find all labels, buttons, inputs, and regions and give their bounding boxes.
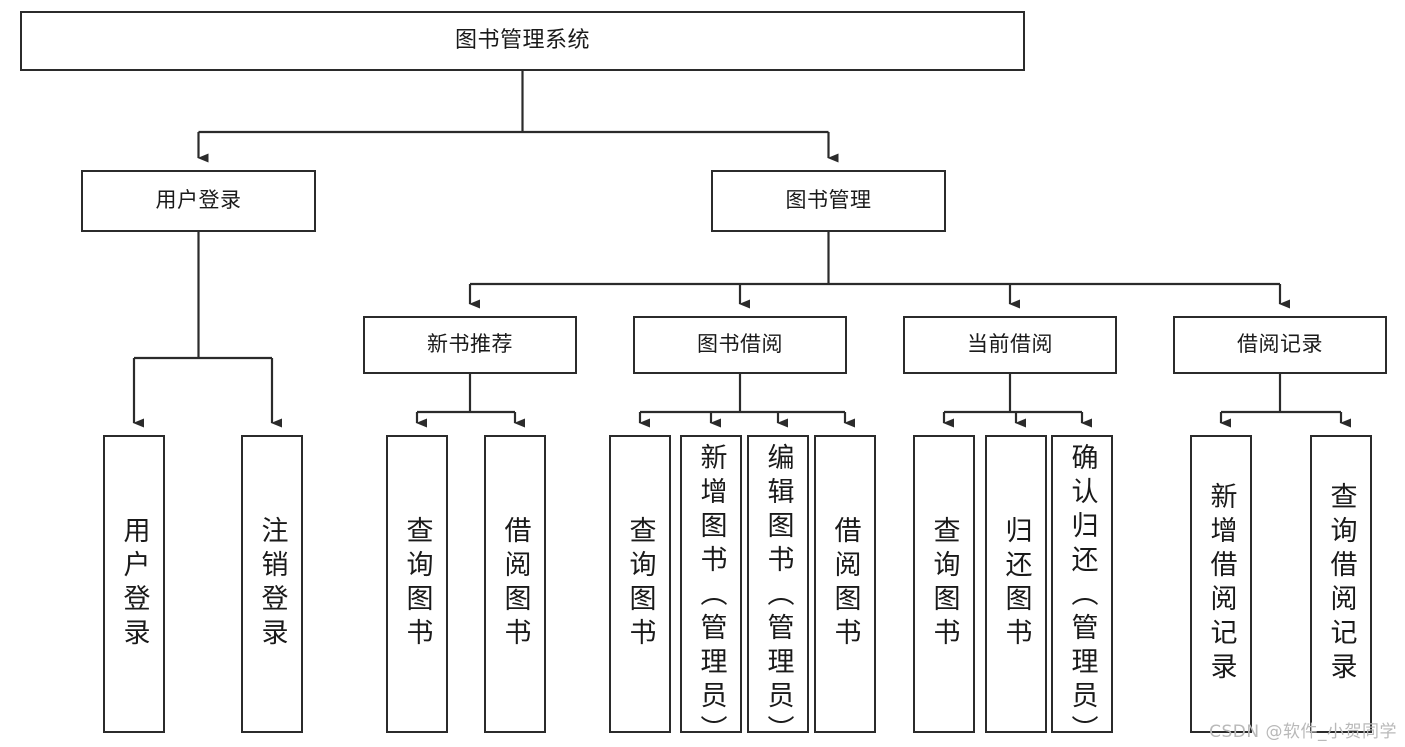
node-label: 确认归还（管理员） xyxy=(1066,443,1098,733)
node-leaf-query-book-3[interactable]: 查询图书 xyxy=(913,435,975,733)
node-label: 查询借阅记录 xyxy=(1325,482,1357,686)
node-leaf-query-record[interactable]: 查询借阅记录 xyxy=(1310,435,1372,733)
node-borrow-record[interactable]: 借阅记录 xyxy=(1173,316,1387,374)
node-leaf-borrow-book-1[interactable]: 借阅图书 xyxy=(484,435,546,733)
node-label: 图书管理 xyxy=(785,188,872,213)
node-leaf-query-book-1[interactable]: 查询图书 xyxy=(386,435,448,733)
node-leaf-query-book-2[interactable]: 查询图书 xyxy=(609,435,671,733)
node-label: 用户登录 xyxy=(155,188,242,213)
node-label: 编辑图书（管理员） xyxy=(762,443,794,733)
node-label: 图书借阅 xyxy=(697,332,783,357)
node-label: 借阅记录 xyxy=(1237,332,1323,357)
node-leaf-user-login[interactable]: 用户登录 xyxy=(103,435,165,733)
node-leaf-borrow-book-2[interactable]: 借阅图书 xyxy=(814,435,876,733)
node-label: 查询图书 xyxy=(928,516,960,652)
node-label: 查询图书 xyxy=(401,516,433,652)
node-leaf-return-book[interactable]: 归还图书 xyxy=(985,435,1047,733)
node-leaf-add-record[interactable]: 新增借阅记录 xyxy=(1190,435,1252,733)
node-label: 注销登录 xyxy=(256,516,288,652)
node-root[interactable]: 图书管理系统 xyxy=(20,11,1025,71)
node-label: 新增图书（管理员） xyxy=(695,443,727,733)
node-label: 查询图书 xyxy=(624,516,656,652)
node-label: 新增借阅记录 xyxy=(1205,482,1237,686)
node-leaf-logout[interactable]: 注销登录 xyxy=(241,435,303,733)
node-label: 新书推荐 xyxy=(427,332,513,357)
node-leaf-edit-book[interactable]: 编辑图书（管理员） xyxy=(747,435,809,733)
node-label: 用户登录 xyxy=(118,516,150,652)
node-current-borrow[interactable]: 当前借阅 xyxy=(903,316,1117,374)
watermark-credit: CSDN @软件_小贺同学 xyxy=(1209,722,1397,742)
node-new-book-rec[interactable]: 新书推荐 xyxy=(363,316,577,374)
node-leaf-confirm-return[interactable]: 确认归还（管理员） xyxy=(1051,435,1113,733)
node-user-login[interactable]: 用户登录 xyxy=(81,170,316,232)
node-label: 归还图书 xyxy=(1000,516,1032,652)
node-leaf-add-book[interactable]: 新增图书（管理员） xyxy=(680,435,742,733)
node-label: 当前借阅 xyxy=(967,332,1053,357)
node-label: 借阅图书 xyxy=(499,516,531,652)
node-label: 图书管理系统 xyxy=(454,27,590,53)
node-book-borrow[interactable]: 图书借阅 xyxy=(633,316,847,374)
node-book-manage[interactable]: 图书管理 xyxy=(711,170,946,232)
node-label: 借阅图书 xyxy=(829,516,861,652)
